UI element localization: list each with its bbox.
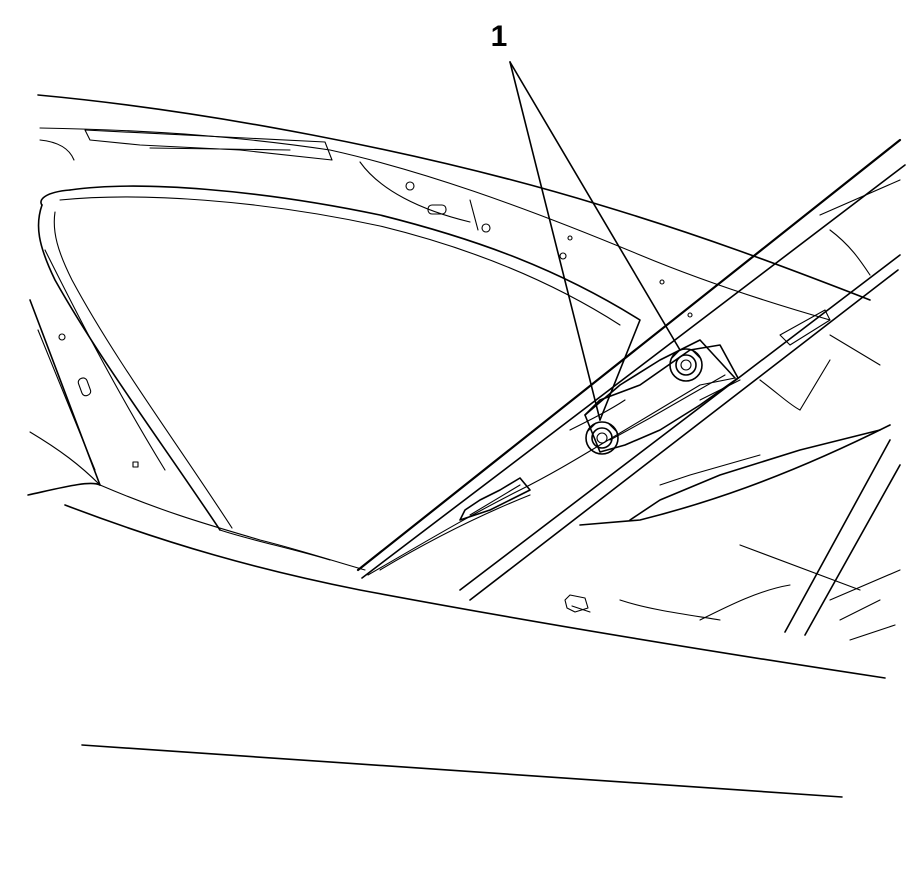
- cross-brace: [356, 138, 906, 601]
- right-internal-structure: [579, 309, 901, 641]
- lower-clip: [564, 594, 591, 613]
- upper-panel-holes: [405, 181, 693, 318]
- bolt-lower: [585, 421, 619, 455]
- access-opening: [37, 185, 641, 531]
- callout-label-1: 1: [491, 20, 508, 53]
- bolt-upper: [669, 348, 703, 382]
- lower-body-sill: [64, 484, 886, 798]
- left-pillar: [27, 299, 139, 496]
- callout-leader-lines: [509, 61, 681, 421]
- fastener-bracket: [584, 344, 739, 453]
